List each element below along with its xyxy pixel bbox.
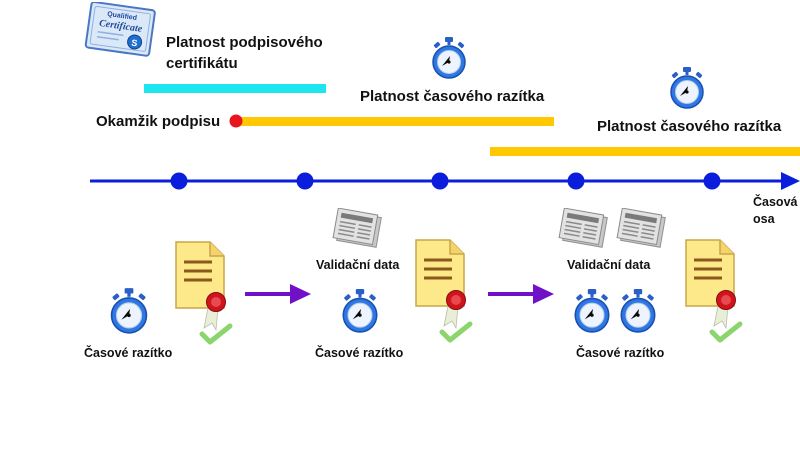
stopwatch-icon [670,67,704,109]
stopwatch-icon [432,37,466,79]
timestamp-label-2: Časové razítko [315,346,404,360]
axis-point-3 [431,172,449,190]
signing-moment-label: Okamžik podpisu [96,113,221,130]
qualified-certificate-icon: Qualified Certificate S [84,2,156,57]
timestamp-validity-label-1: Platnost časového razítka [360,88,545,105]
newspaper-icon [558,208,608,248]
stopwatch-icon [110,288,148,334]
process-arrow-2 [488,284,554,304]
stopwatch-icon [620,289,656,333]
certificate-badge-line1: Qualified [107,11,138,22]
process-arrow-1 [245,284,311,304]
validation-data-label-1: Validační data [316,258,400,272]
axis-point-2 [296,172,314,190]
axis-point-5 [703,172,721,190]
timestamp-label-3: Časové razítko [576,346,665,360]
signed-document-icon [175,241,233,345]
axis-point-1 [170,172,188,190]
signed-document-icon [685,239,743,343]
newspaper-icon [332,208,382,248]
time-axis-label: Časová osa [753,195,798,226]
signing-moment-dot [229,114,243,128]
cert-validity-label: Platnost podpisového certifikátu [166,34,323,72]
svg-text:S: S [131,38,138,49]
stopwatch-icon [574,289,610,333]
time-axis-arrowhead [781,172,800,190]
timestamp-validity-bar-2 [490,147,800,156]
timestamp-validity-bar-1 [236,117,554,126]
timestamp-validity-label-2: Platnost časového razítka [597,118,782,135]
stopwatch-icon [342,289,378,333]
signed-document-icon [415,239,473,343]
newspaper-icon [616,208,666,248]
axis-point-4 [567,172,585,190]
timestamp-label-1: Časové razítko [84,346,173,360]
validation-data-label-2: Validační data [567,258,651,272]
cert-validity-bar [144,84,326,93]
